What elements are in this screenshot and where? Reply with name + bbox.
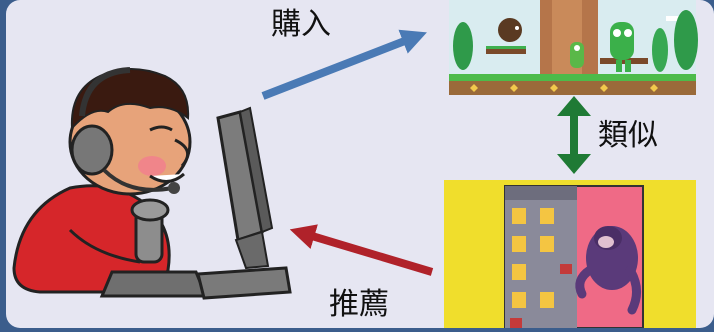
purchase-arrow <box>261 29 427 100</box>
recommend-arrow <box>289 224 434 276</box>
gorilla-building-game-screenshot-icon <box>444 180 696 329</box>
purchase-label: 購入 <box>271 7 331 42</box>
similar-arrow <box>557 96 591 174</box>
gamer-with-headset-icon <box>12 67 192 294</box>
computer-monitor-icon <box>196 106 292 300</box>
joystick-icon <box>99 198 209 298</box>
platformer-game-screenshot-icon <box>449 0 698 95</box>
recommend-label: 推薦 <box>329 287 389 322</box>
similar-label: 類似 <box>598 118 658 153</box>
